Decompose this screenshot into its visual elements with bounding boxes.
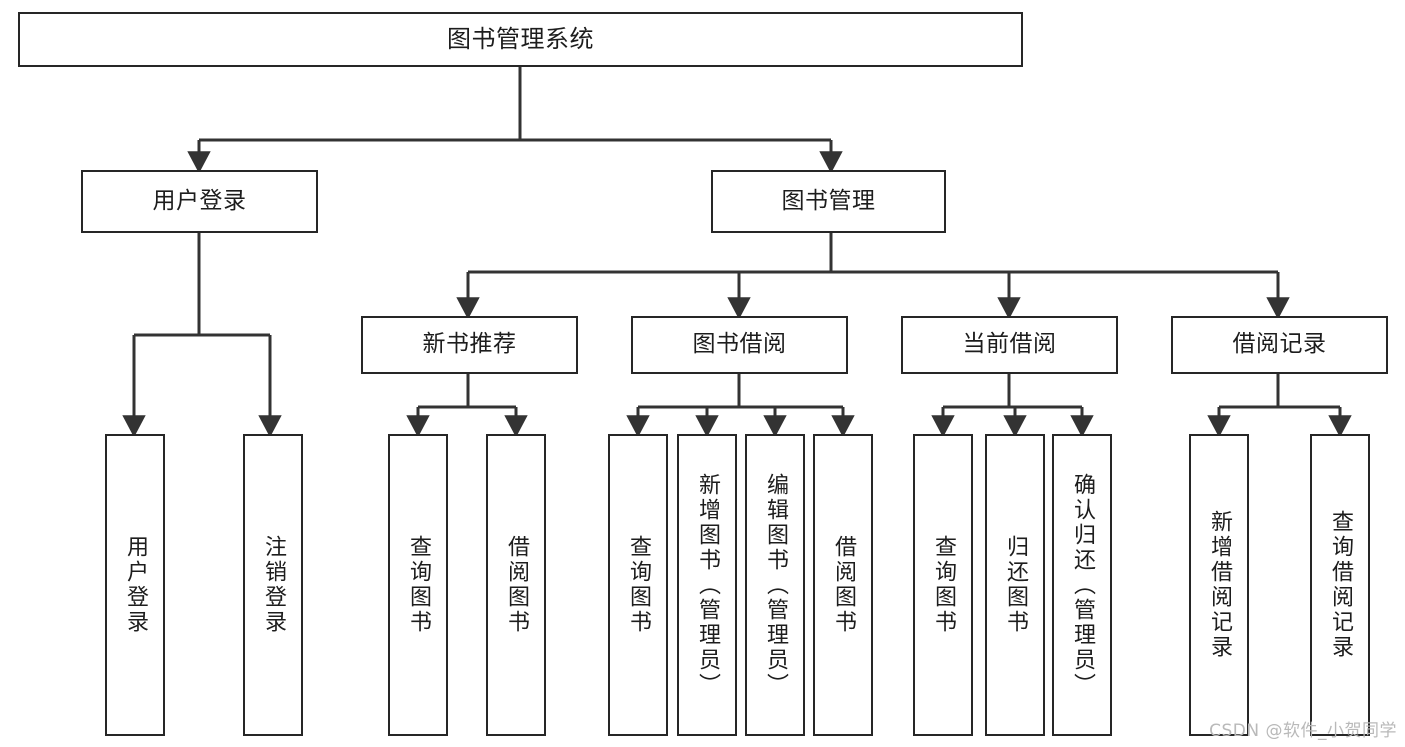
- leaf-borrow-book-recommend[interactable]: 借阅图书: [486, 434, 546, 736]
- leaf-return-book-label: 归还图书: [1003, 535, 1028, 635]
- leaf-confirm-return-admin[interactable]: 确认归还（管理员）: [1052, 434, 1112, 736]
- node-current-borrow-label: 当前借阅: [962, 331, 1057, 358]
- leaf-logout[interactable]: 注销登录: [243, 434, 303, 736]
- leaf-borrow-book-recommend-label: 借阅图书: [504, 535, 529, 635]
- leaf-edit-book-admin[interactable]: 编辑图书（管理员）: [745, 434, 805, 736]
- leaf-borrow-book[interactable]: 借阅图书: [813, 434, 873, 736]
- node-book-manage[interactable]: 图书管理: [711, 170, 946, 233]
- leaf-add-book-admin[interactable]: 新增图书（管理员）: [677, 434, 737, 736]
- leaf-query-book-current[interactable]: 查询图书: [913, 434, 973, 736]
- leaf-query-book-recommend-label: 查询图书: [406, 535, 431, 635]
- node-book-borrow-label: 图书借阅: [692, 331, 787, 358]
- node-root[interactable]: 图书管理系统: [18, 12, 1023, 67]
- leaf-add-book-admin-label: 新增图书（管理员）: [695, 472, 720, 698]
- node-book-manage-label: 图书管理: [781, 187, 876, 214]
- leaf-query-book-borrow-label: 查询图书: [626, 535, 651, 635]
- leaf-user-login[interactable]: 用户登录: [105, 434, 165, 736]
- leaf-add-borrow-record[interactable]: 新增借阅记录: [1189, 434, 1249, 736]
- node-current-borrow[interactable]: 当前借阅: [901, 316, 1118, 374]
- watermark: CSDN @软件_小贺同学: [1209, 721, 1397, 741]
- node-borrow-record-label: 借阅记录: [1232, 331, 1327, 358]
- leaf-query-book-borrow[interactable]: 查询图书: [608, 434, 668, 736]
- node-new-book-recommend[interactable]: 新书推荐: [361, 316, 578, 374]
- leaf-logout-label: 注销登录: [261, 535, 286, 635]
- leaf-add-borrow-record-label: 新增借阅记录: [1207, 510, 1232, 660]
- leaf-query-borrow-record[interactable]: 查询借阅记录: [1310, 434, 1370, 736]
- leaf-return-book[interactable]: 归还图书: [985, 434, 1045, 736]
- leaf-user-login-label: 用户登录: [123, 535, 148, 635]
- leaf-confirm-return-admin-label: 确认归还（管理员）: [1070, 472, 1095, 698]
- leaf-query-borrow-record-label: 查询借阅记录: [1328, 510, 1353, 660]
- node-book-borrow[interactable]: 图书借阅: [631, 316, 848, 374]
- node-root-label: 图书管理系统: [447, 25, 594, 54]
- node-user-login[interactable]: 用户登录: [81, 170, 318, 233]
- leaf-borrow-book-label: 借阅图书: [831, 535, 856, 635]
- leaf-query-book-recommend[interactable]: 查询图书: [388, 434, 448, 736]
- leaf-edit-book-admin-label: 编辑图书（管理员）: [763, 472, 788, 698]
- node-new-book-recommend-label: 新书推荐: [422, 331, 517, 358]
- node-borrow-record[interactable]: 借阅记录: [1171, 316, 1388, 374]
- leaf-query-book-current-label: 查询图书: [931, 535, 956, 635]
- node-user-login-label: 用户登录: [152, 187, 247, 214]
